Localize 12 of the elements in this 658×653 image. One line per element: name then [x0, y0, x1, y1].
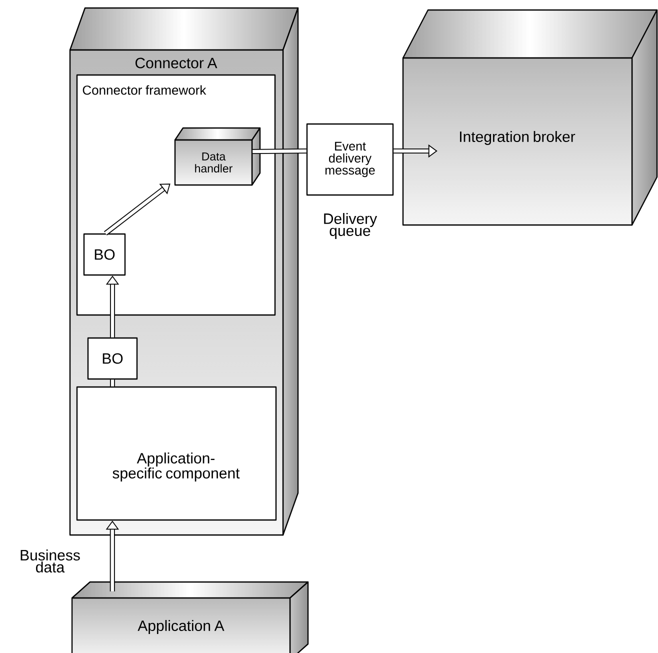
block-box: Application A: [71, 581, 309, 653]
block-box: Integration broker: [402, 9, 658, 226]
arrow: [106, 520, 119, 592]
process-box: BO: [87, 337, 138, 380]
process-box: Application-specific component: [76, 386, 277, 521]
process-box: BO: [83, 233, 126, 276]
arrow: [110, 380, 115, 386]
queue-caption: Delivery queue: [324, 213, 378, 239]
arrow: [104, 184, 170, 236]
block-box: Data handler: [174, 127, 261, 186]
process-box: Event delivery message: [306, 123, 394, 196]
edge-label: Business data: [9, 548, 91, 574]
